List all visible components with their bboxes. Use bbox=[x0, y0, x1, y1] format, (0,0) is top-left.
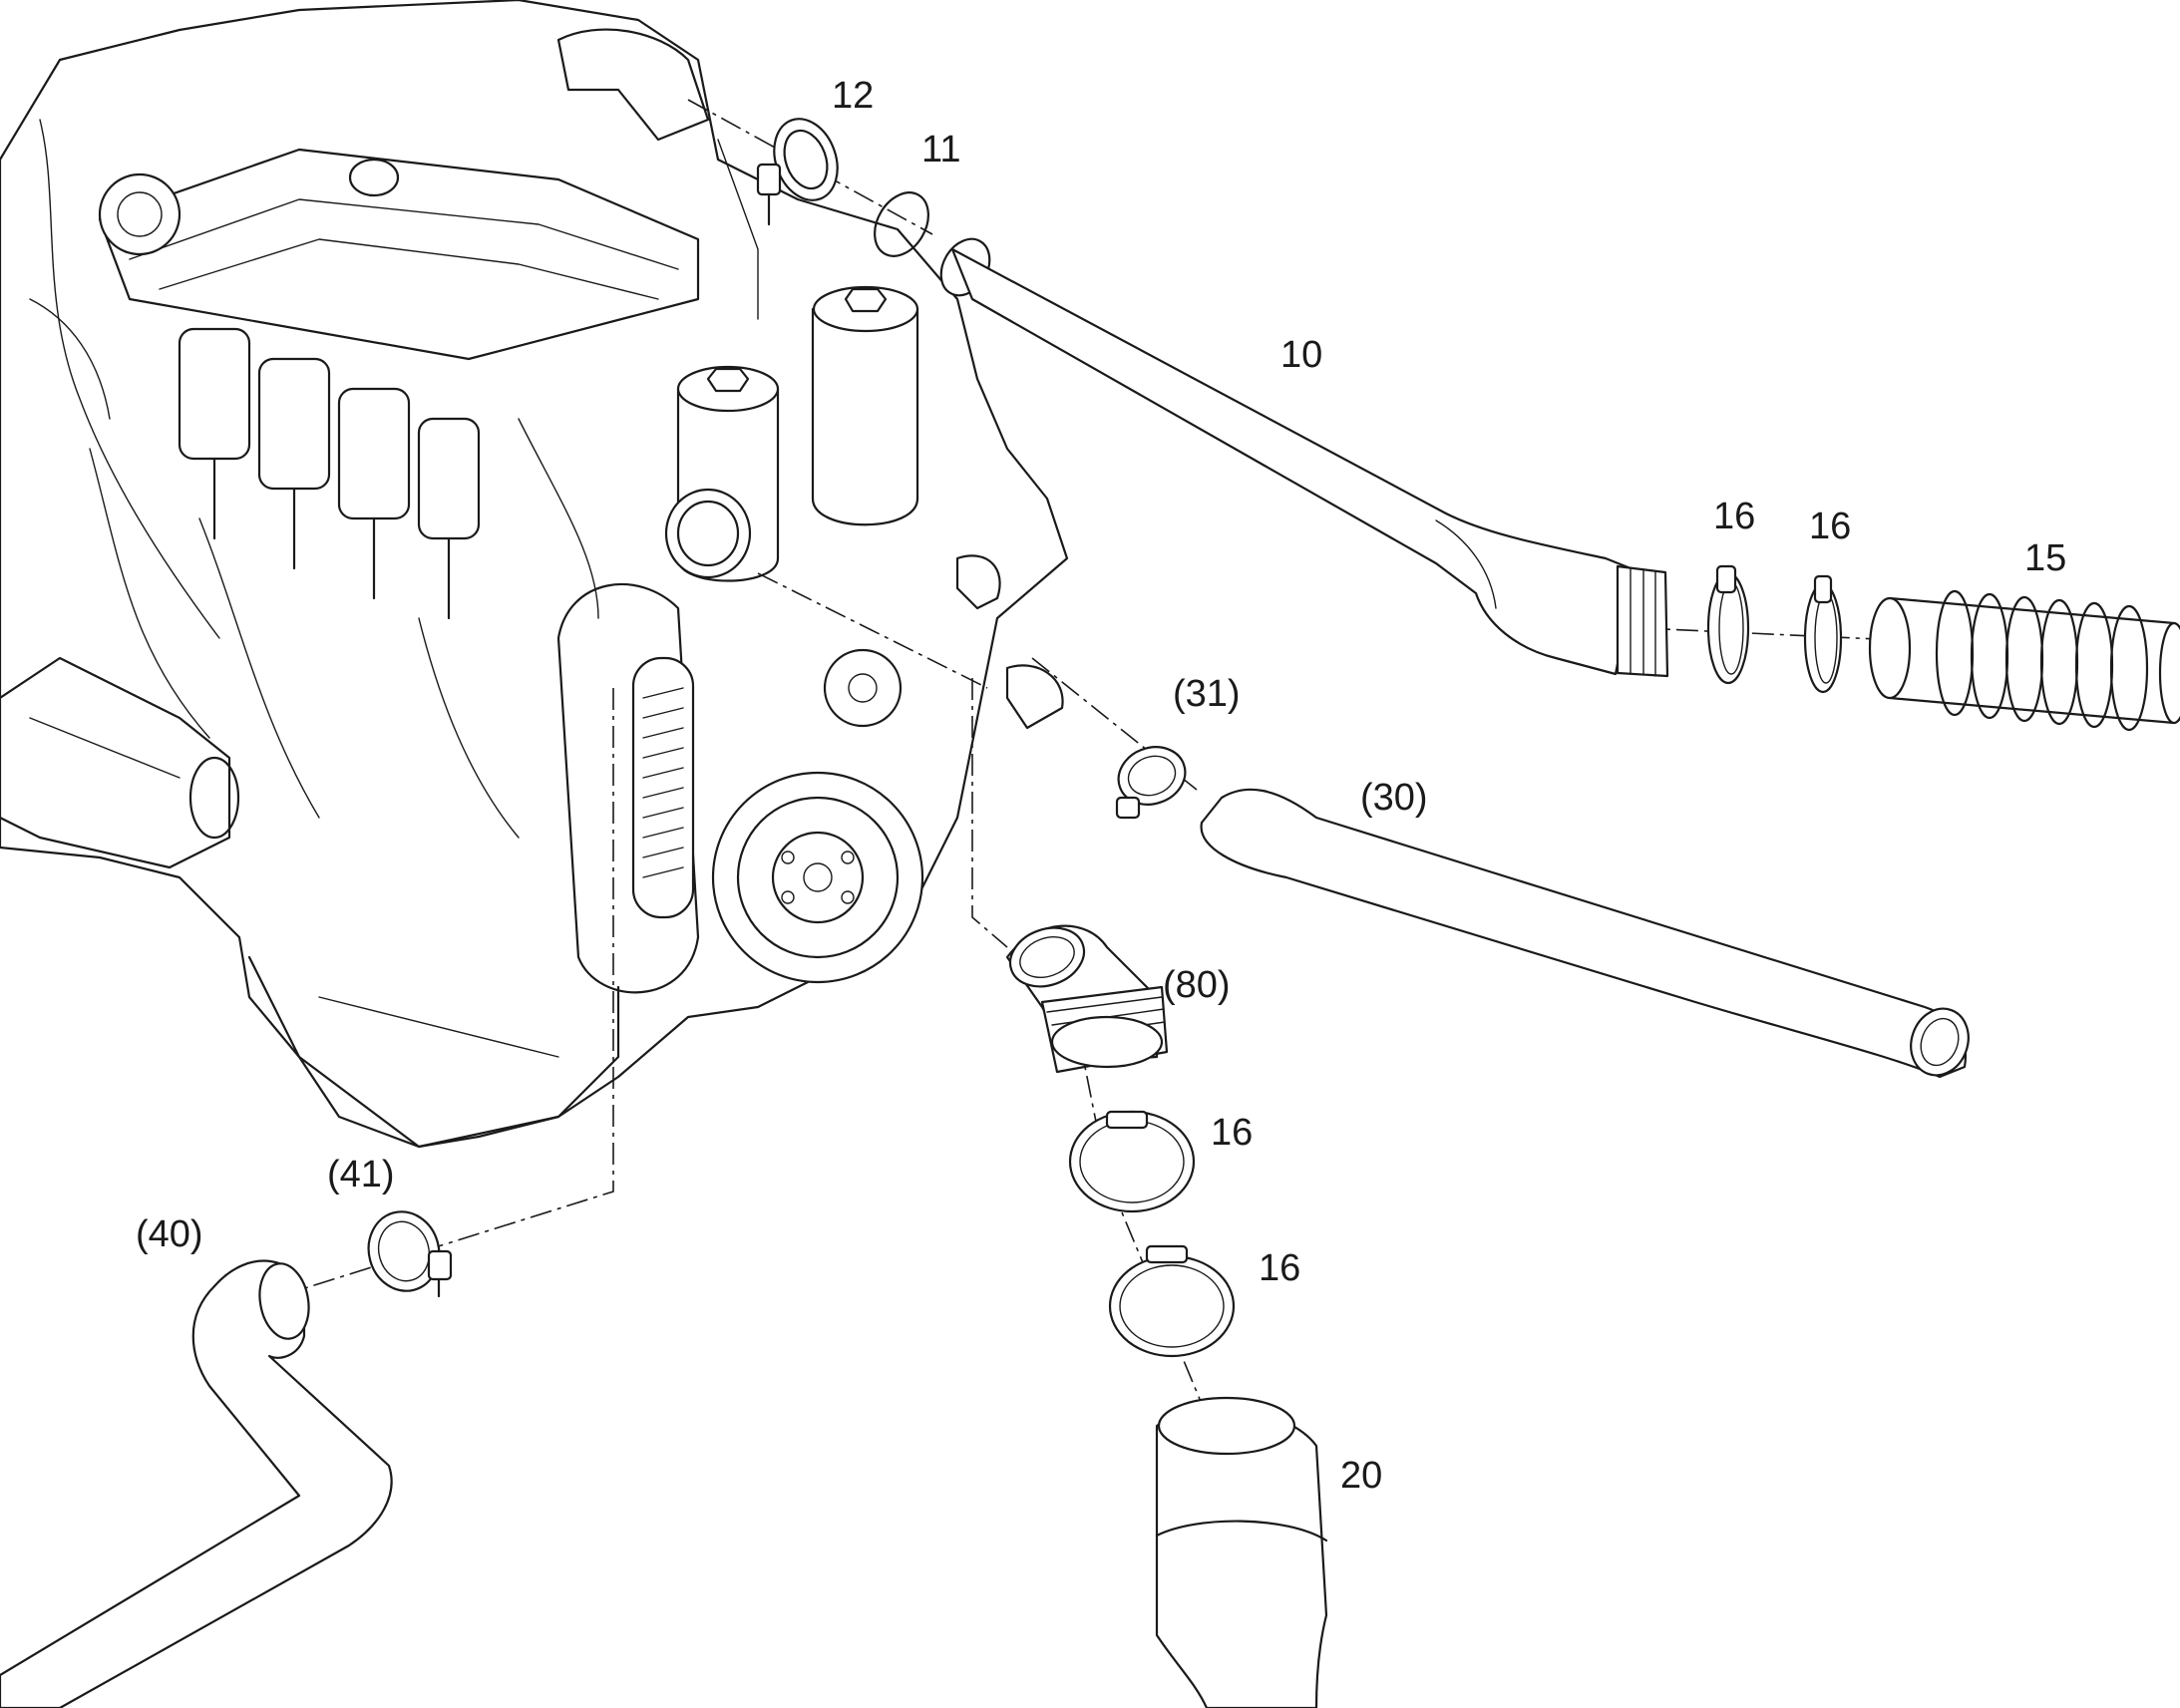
ignition-coils bbox=[178, 327, 481, 620]
label-part-16-upper-right: 16 bbox=[1809, 506, 1851, 547]
label-part-31: (31) bbox=[1173, 673, 1241, 715]
oil-cap-icon bbox=[348, 158, 400, 197]
label-part-16-upper-left: 16 bbox=[1713, 496, 1755, 537]
part-16-clamp-upper-right bbox=[1803, 574, 1843, 694]
part-10-tube bbox=[939, 237, 1669, 678]
part-16-clamp-upper-left bbox=[1706, 564, 1750, 685]
part-15-bellows bbox=[1868, 589, 2180, 732]
part-31-clamp bbox=[1115, 746, 1187, 820]
label-part-15: 15 bbox=[2024, 537, 2066, 579]
oil-filters bbox=[676, 285, 919, 582]
engine-block bbox=[0, 0, 1069, 1149]
louvered-cover bbox=[631, 656, 695, 919]
label-part-12: 12 bbox=[832, 75, 874, 117]
part-11-o-ring bbox=[874, 191, 929, 257]
fuel-filter-icon bbox=[98, 172, 182, 256]
starter-motor bbox=[0, 656, 240, 869]
part-16-clamp-lower-2 bbox=[1108, 1244, 1236, 1358]
label-part-40: (40) bbox=[136, 1213, 203, 1255]
label-part-30: (30) bbox=[1360, 777, 1428, 819]
crank-pulley bbox=[711, 771, 924, 984]
part-12-clamp bbox=[756, 118, 839, 226]
label-part-41: (41) bbox=[327, 1154, 395, 1196]
part-30-hose bbox=[1200, 788, 1970, 1079]
part-40-hose bbox=[0, 1259, 393, 1708]
label-part-11: 11 bbox=[921, 129, 960, 171]
part-16-clamp-lower-1 bbox=[1068, 1110, 1196, 1213]
part-10-tube-end bbox=[1616, 564, 1669, 678]
label-part-16-lower-1: 16 bbox=[1211, 1112, 1253, 1154]
part-20-hose bbox=[1155, 1396, 1328, 1708]
part-41-clamp bbox=[367, 1210, 453, 1298]
label-part-80: (80) bbox=[1163, 964, 1231, 1006]
label-part-10: 10 bbox=[1280, 334, 1322, 376]
label-part-16-lower-2: 16 bbox=[1259, 1247, 1300, 1289]
part-80-elbow bbox=[1005, 924, 1169, 1074]
part-labels: 12 11 10 16 16 15 (31) (30) (80) 16 16 2… bbox=[136, 75, 2066, 1497]
label-part-20: 20 bbox=[1340, 1455, 1382, 1497]
